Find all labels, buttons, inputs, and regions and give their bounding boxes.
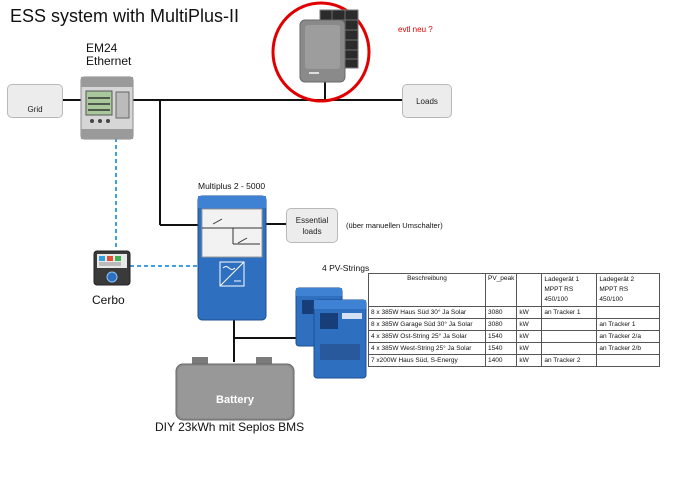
- header-ladegeraet-1: Ladegerät 1 MPPT RS 450/100: [541, 273, 598, 307]
- evtl-neu-note: evtl neu ?: [398, 25, 433, 34]
- header-lg1-line1: Ladegerät 1: [544, 276, 580, 283]
- header-beschreibung: Beschreibung: [368, 273, 486, 307]
- essential-loads-line2: loads: [302, 226, 322, 236]
- cell-lg1: an Tracker 2: [541, 354, 598, 367]
- battery-label: Battery: [216, 394, 254, 406]
- header-pv-peak: PV_peak: [484, 273, 518, 307]
- cell-desc: 8 x 385W Haus Süd 30° Ja Solar: [368, 306, 486, 319]
- table-row: 7 x200W Haus Süd, S-Energy 1400 kW an Tr…: [368, 354, 661, 367]
- em24-label: EM24: [86, 41, 118, 55]
- header-lg2-line3: 450/100: [599, 296, 623, 303]
- cell-peak: 1540: [484, 342, 518, 355]
- cell-desc: 8 x 385W Garage Süd 30° Ja Solar: [368, 318, 486, 331]
- table-row: 8 x 385W Haus Süd 30° Ja Solar 3080 kW a…: [368, 306, 661, 319]
- header-lg2-line1: Ladegerät 2: [599, 276, 635, 283]
- cell-lg1: an Tracker 1: [541, 306, 598, 319]
- cell-unit: kW: [516, 330, 543, 343]
- cell-lg1: [541, 330, 598, 343]
- essential-loads-line1: Essential: [295, 215, 329, 225]
- header-lg1-line2: MPPT RS: [544, 286, 574, 293]
- cell-peak: 3080: [484, 318, 518, 331]
- grid-label: Grid: [27, 105, 43, 114]
- header-lg1-line3: 450/100: [544, 296, 568, 303]
- page-title: ESS system with MultiPlus-II: [10, 6, 240, 26]
- essential-loads-box: Essential loads: [286, 208, 338, 243]
- highlight-circle: [271, 1, 371, 103]
- cell-lg1: [541, 342, 598, 355]
- mppt-charger-front-icon: [313, 299, 367, 379]
- grid-box: Grid: [7, 84, 63, 118]
- cell-desc: 7 x200W Haus Süd, S-Energy: [368, 354, 486, 367]
- pv-inverter-icon: [299, 19, 346, 83]
- cell-lg2: an Tracker 2/a: [596, 330, 661, 343]
- cell-desc: 4 x 385W Ost-String 25° Ja Solar: [368, 330, 486, 343]
- loads-box: Loads: [402, 84, 452, 118]
- cerbo-label: Cerbo: [92, 293, 125, 307]
- table-row: 4 x 385W West-String 25° Ja Solar 1540 k…: [368, 342, 661, 355]
- em24-meter-icon: [80, 76, 134, 140]
- cell-unit: kW: [516, 306, 543, 319]
- umschalter-note: (über manuellen Umschalter): [346, 221, 443, 230]
- table-row: 4 x 385W Ost-String 25° Ja Solar 1540 kW…: [368, 330, 661, 343]
- cerbo-icon: [93, 250, 131, 286]
- battery-caption: DIY 23kWh mit Seplos BMS: [155, 420, 305, 434]
- cell-desc: 4 x 385W West-String 25° Ja Solar: [368, 342, 486, 355]
- cell-lg2: an Tracker 2/b: [596, 342, 661, 355]
- cell-lg2: [596, 354, 661, 367]
- pv-strings-label: 4 PV-Strings: [322, 263, 370, 273]
- cell-peak: 3080: [484, 306, 518, 319]
- cell-unit: kW: [516, 342, 543, 355]
- cell-peak: 1400: [484, 354, 518, 367]
- pv-strings-table: Beschreibung PV_peak Ladegerät 1 MPPT RS…: [368, 273, 661, 367]
- cell-unit: kW: [516, 354, 543, 367]
- multiplus-label: Multiplus 2 - 5000: [198, 181, 266, 191]
- cell-lg2: [596, 306, 661, 319]
- cell-lg2: an Tracker 1: [596, 318, 661, 331]
- battery-icon: [175, 357, 295, 421]
- header-ladegeraet-2: Ladegerät 2 MPPT RS 450/100: [596, 273, 661, 307]
- header-unit: [516, 273, 543, 307]
- em24-ethernet-label: Ethernet: [86, 54, 132, 68]
- cell-peak: 1540: [484, 330, 518, 343]
- table-header-row: Beschreibung PV_peak Ladegerät 1 MPPT RS…: [368, 273, 661, 307]
- cell-lg1: [541, 318, 598, 331]
- header-lg2-line2: MPPT RS: [599, 286, 629, 293]
- loads-label: Loads: [416, 96, 438, 106]
- table-row: 8 x 385W Garage Süd 30° Ja Solar 3080 kW…: [368, 318, 661, 331]
- cell-unit: kW: [516, 318, 543, 331]
- multiplus-icon: [197, 195, 267, 321]
